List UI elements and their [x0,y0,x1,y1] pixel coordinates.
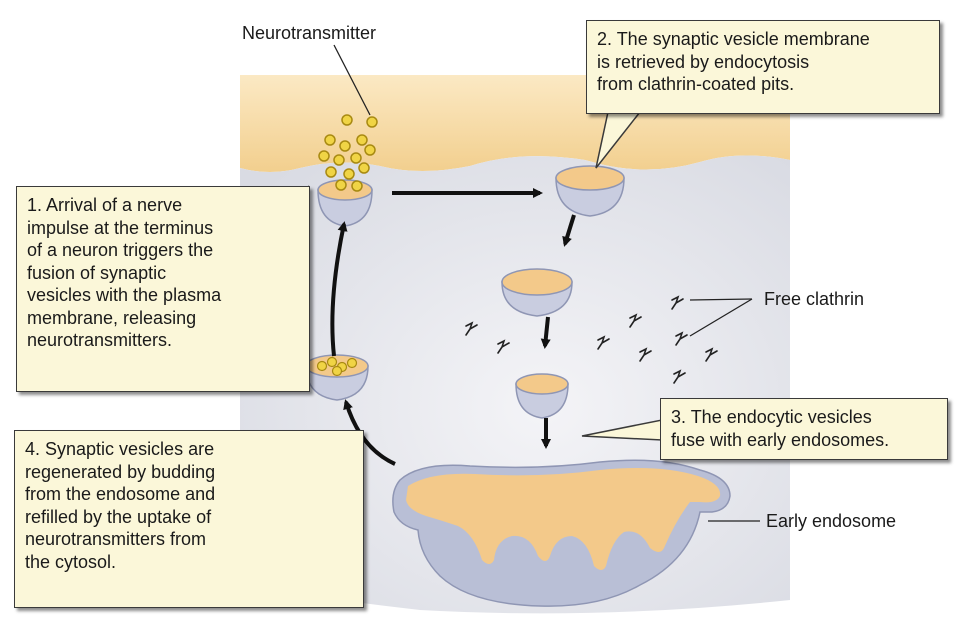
step-2-line: is retrieved by endocytosis [597,51,929,74]
free-clathrin-label: Free clathrin [764,288,864,310]
step-1-line: vesicles with the plasma [27,284,299,307]
step-4-line: refilled by the uptake of [25,506,353,529]
step-1-callout: 1. Arrival of a nerve impulse at the ter… [16,186,310,392]
step-3-line: 3. The endocytic vesicles [671,406,937,429]
step-3-callout: 3. The endocytic vesicles fuse with earl… [660,398,948,460]
step-1-line: neurotransmitters. [27,329,299,352]
step-1-line: fusion of synaptic [27,262,299,285]
neurotransmitter-label: Neurotransmitter [242,22,376,44]
step-2-callout: 2. The synaptic vesicle membrane is retr… [586,20,940,114]
step-1-line: impulse at the terminus [27,217,299,240]
step-2-line: from clathrin-coated pits. [597,73,929,96]
early-endosome-label: Early endosome [766,510,896,532]
step-1-line: membrane, releasing [27,307,299,330]
step-4-line: from the endosome and [25,483,353,506]
step-1-line: 1. Arrival of a nerve [27,194,299,217]
step-4-line: neurotransmitters from [25,528,353,551]
step-1-line: of a neuron triggers the [27,239,299,262]
step-2-line: 2. The synaptic vesicle membrane [597,28,929,51]
step-4-line: regenerated by budding [25,461,353,484]
step-4-line: 4. Synaptic vesicles are [25,438,353,461]
step-4-callout: 4. Synaptic vesicles are regenerated by … [14,430,364,608]
step-3-line: fuse with early endosomes. [671,429,937,452]
step-4-line: the cytosol. [25,551,353,574]
